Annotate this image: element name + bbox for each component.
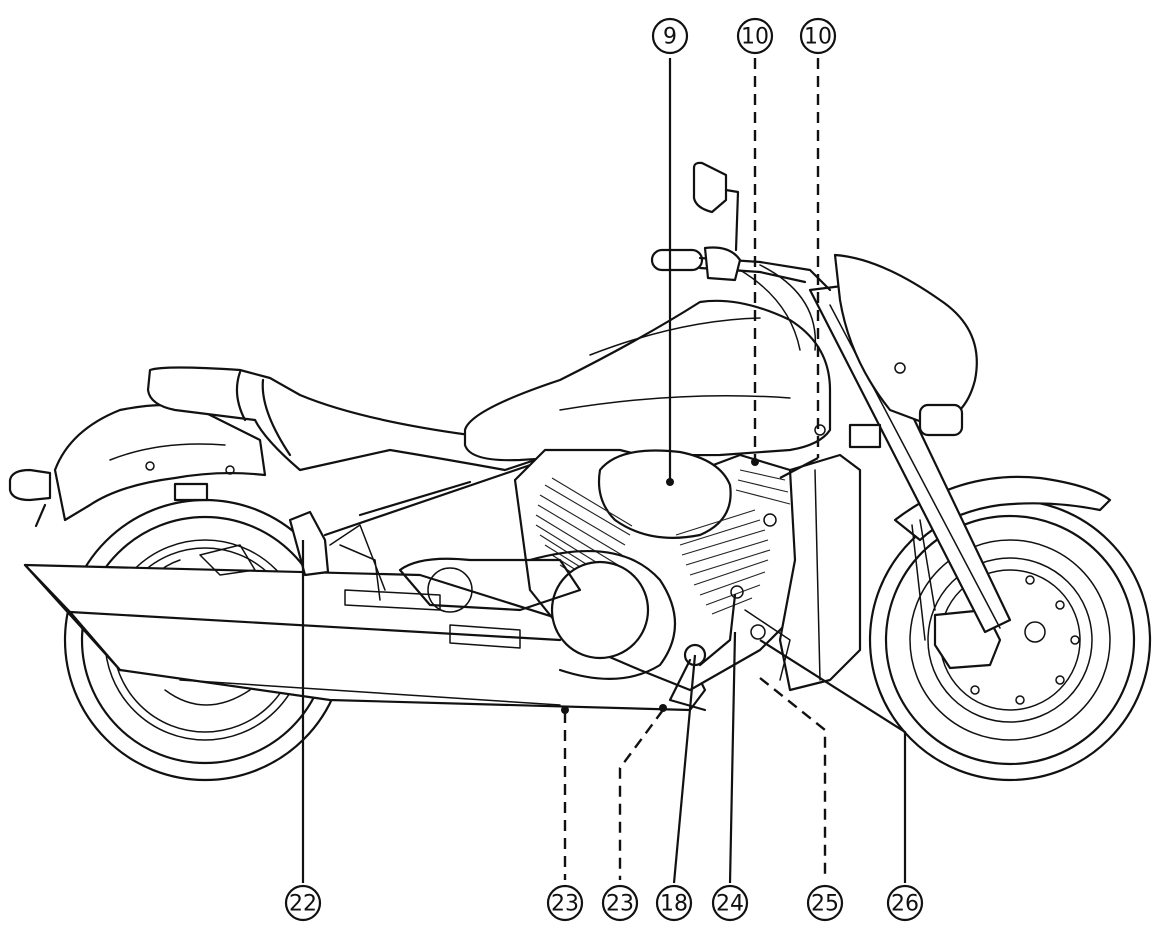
callout-22-label: 22 [289,892,317,917]
callout-10-right: 10 [799,17,837,55]
callout-10-left-label: 10 [741,25,769,50]
callout-26: 26 [886,884,924,922]
callout-18: 18 [655,884,693,922]
rear-body [8,366,537,528]
callout-23-right: 23 [601,884,639,922]
callout-9-label: 9 [663,25,677,50]
radiator-cowl [778,424,862,692]
callout-9: 9 [651,17,689,55]
callout-24-label: 24 [716,892,744,917]
frame [323,458,547,601]
fuel-tank [463,299,832,462]
callout-25: 25 [806,884,844,922]
callout-25-label: 25 [811,892,839,917]
front-wheel [868,475,1152,782]
callout-10-left: 10 [736,17,774,55]
callout-23-left-label: 23 [551,892,579,917]
callout-18-label: 18 [660,892,688,917]
callout-23-left: 23 [546,884,584,922]
exhaust [23,563,707,712]
callout-10-right-label: 10 [804,25,832,50]
leader-lines [301,58,907,884]
callout-26-label: 26 [891,892,919,917]
front-end [650,161,1012,641]
callout-22: 22 [284,884,322,922]
rear-brake [199,510,330,577]
engine [398,448,802,692]
callout-24: 24 [711,884,749,922]
callout-23-right-label: 23 [606,892,634,917]
